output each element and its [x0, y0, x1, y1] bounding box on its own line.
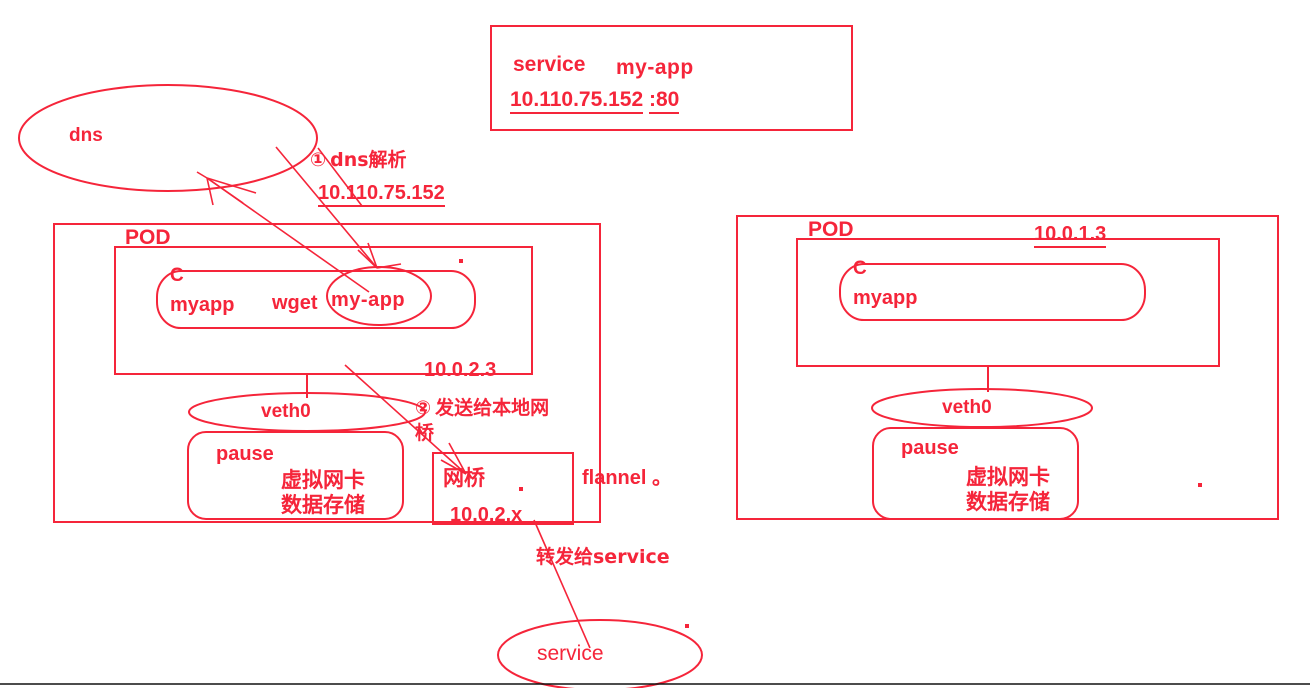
pod-left-pause-label: pause [216, 443, 274, 465]
step-1-marker: ① [310, 149, 327, 171]
service-box-port: :80 [649, 88, 680, 115]
pod-right-pause-line2: 数据存储 [966, 490, 1050, 514]
pod-left-ip-label: 10.0.2.3 [424, 359, 497, 381]
service-node-ellipse [497, 619, 703, 688]
pod-right-ip-label: 10.0.1.3 [1034, 224, 1107, 248]
dns-label-leader [317, 147, 363, 207]
bridge-dot-marker [519, 487, 523, 491]
pod-right-dot-marker [1198, 483, 1202, 487]
pod-left-veth-label: veth0 [261, 401, 311, 422]
arrow-request-to-dns [196, 171, 370, 293]
pod-right-pause-label: pause [901, 437, 959, 459]
pod-left-pause-line1: 虚拟网卡 [281, 468, 365, 492]
service-box-label: service [513, 53, 586, 76]
pod-right-veth-label: veth0 [942, 397, 992, 418]
pod-left-label: POD [125, 226, 171, 249]
arrow-forward-to-service [533, 519, 591, 649]
arrow-dns-resolution-to-myapp [275, 146, 402, 269]
pod-right-pause-line1: 虚拟网卡 [966, 465, 1050, 489]
pod-left-app-label: myapp [170, 294, 235, 316]
pod-right-container-label: C [853, 258, 867, 279]
pod-right-pause-rect [872, 427, 1079, 520]
service-box-name: my-app [616, 56, 694, 79]
service-node-label: service [537, 642, 604, 665]
pod-left-outer-box [53, 223, 601, 523]
pod-left-pause-rect [187, 431, 404, 520]
service-info-box [490, 25, 853, 131]
pod-left-container-rect [156, 270, 476, 329]
step-2-marker: ② [415, 397, 432, 419]
pod-left-container-label: C [170, 265, 184, 286]
pod-left-stray-dot [459, 259, 463, 263]
bridge-ip-label: 10.0.2.x [450, 504, 523, 526]
bridge-box [432, 452, 574, 525]
pod-left-inner-box [114, 246, 533, 375]
bridge-label: 网桥 [443, 466, 485, 490]
step-1-text: dns解析 [330, 149, 407, 171]
pod-right-label: POD [808, 218, 854, 241]
forward-to-service-label: 转发给service [536, 546, 670, 568]
dns-label: dns [69, 125, 103, 146]
pod-right-container-rect [839, 263, 1146, 321]
pod-left-pause-line2: 数据存储 [281, 493, 365, 517]
pod-right-app-label: myapp [853, 287, 918, 309]
pod-left-target-label: my-app [331, 289, 406, 311]
arrow-send-to-local-bridge [344, 364, 467, 475]
step-2-label-line2: 桥 [415, 422, 435, 444]
step-1-detail: 10.110.75.152 [318, 183, 445, 207]
pod-right-inner-box [796, 238, 1220, 367]
dns-ellipse [18, 84, 318, 192]
step-2-text-line1: 发送给本地网 [435, 397, 550, 419]
flannel-label: flannel 。 [582, 467, 673, 489]
service-box-address: 10.110.75.152 [510, 88, 644, 115]
service-node-dot-marker [685, 624, 689, 628]
pod-left-command-label: wget [272, 292, 318, 314]
